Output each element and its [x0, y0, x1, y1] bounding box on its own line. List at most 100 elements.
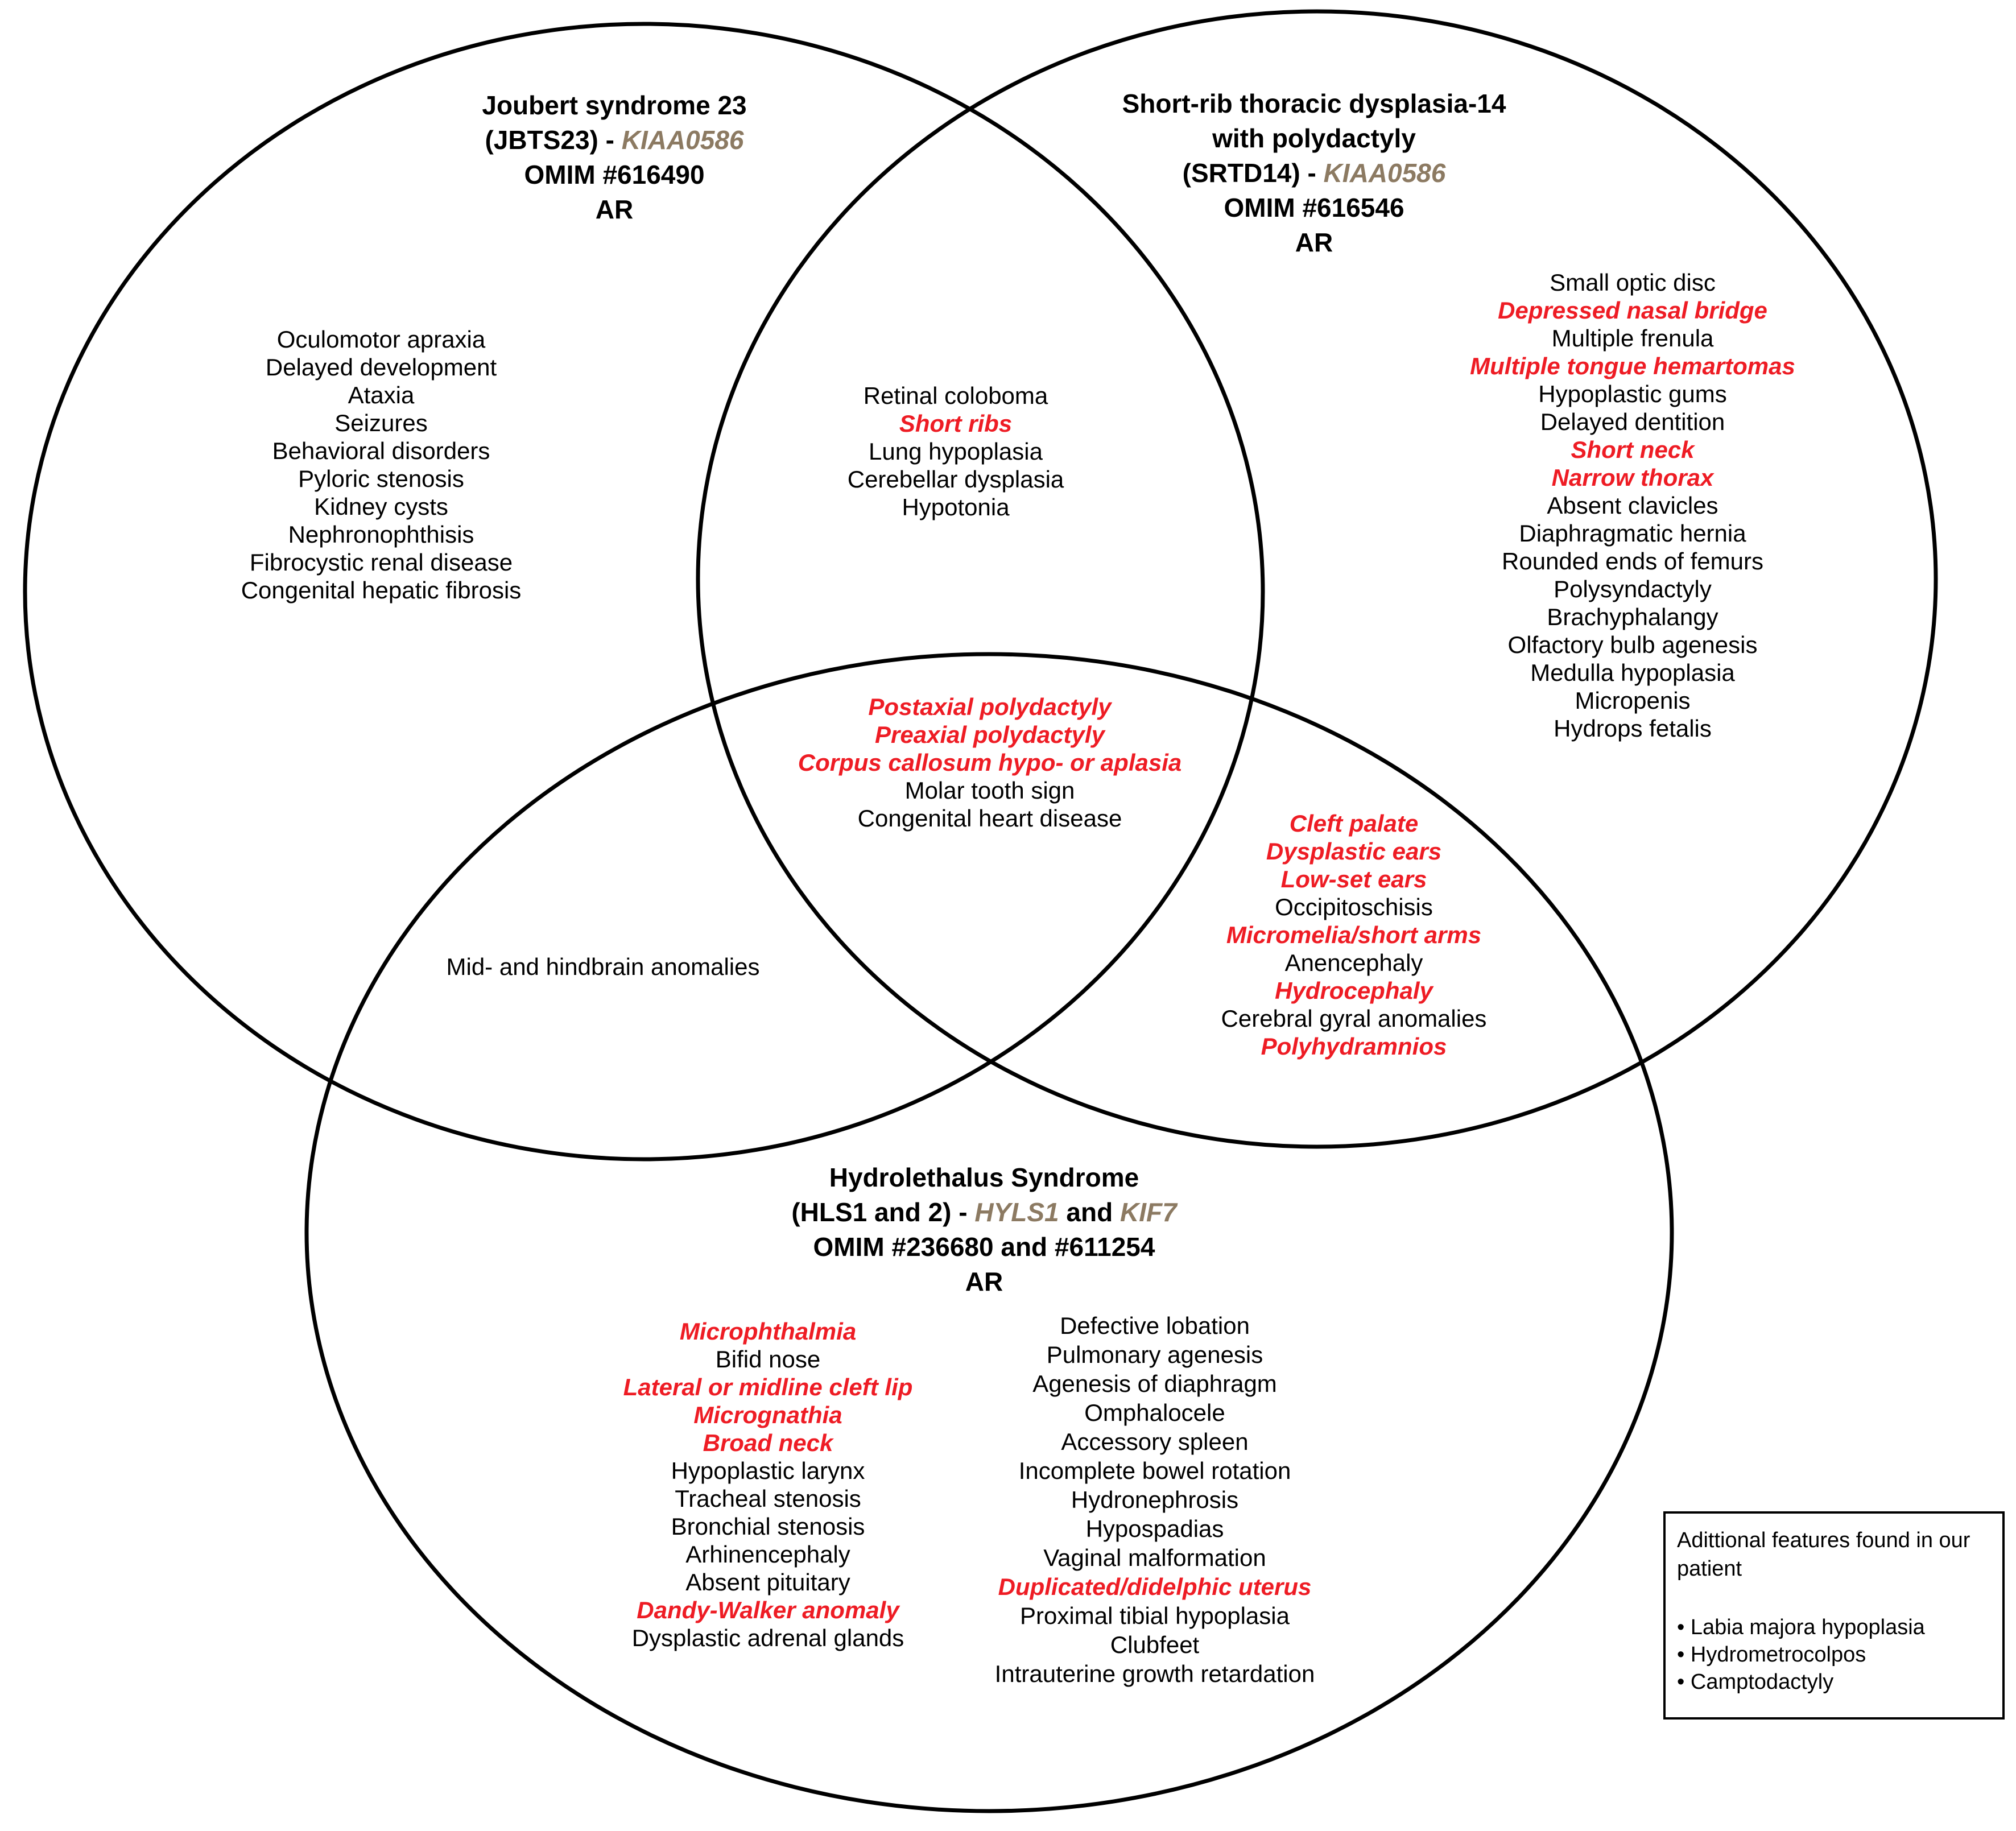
feature-item: Narrow thorax [1551, 464, 1714, 491]
feature-item: Short ribs [899, 410, 1013, 437]
feature-item: Pyloric stenosis [298, 465, 464, 492]
feature-item: Micrognathia [693, 1402, 842, 1428]
hls-circle [304, 652, 1674, 1813]
feature-item: Delayed development [265, 354, 497, 381]
joubert-gene: KIAA0586 [621, 125, 744, 155]
feature-item: Micromelia/short arms [1226, 921, 1482, 948]
feature-item: Intrauterine growth retardation [994, 1660, 1315, 1687]
feature-item: Tracheal stenosis [675, 1485, 861, 1512]
feature-item: Hypotonia [902, 494, 1010, 520]
feature-item: Polysyndactyly [1554, 576, 1712, 602]
hls-title: Hydrolethalus Syndrome [829, 1163, 1139, 1192]
feature-item: Seizures [334, 410, 428, 436]
feature-item: Hydrocephaly [1275, 977, 1433, 1004]
feature-item: Hypoplastic gums [1538, 381, 1727, 407]
feature-item: Short neck [1571, 436, 1695, 463]
feature-item: Postaxial polydactyly [868, 693, 1112, 720]
feature-item: Retinal coloboma [863, 382, 1048, 409]
patient-feature-item: Labia majora hypoplasia [1677, 1614, 1925, 1641]
hls-inheritance: AR [965, 1267, 1003, 1296]
feature-item: Mid- and hindbrain anomalies [446, 953, 760, 980]
joubert-hls-feature-list: Mid- and hindbrain anomalies [398, 953, 808, 981]
feature-item: Bifid nose [715, 1346, 821, 1373]
feature-item: Clubfeet [1110, 1631, 1200, 1658]
feature-item: Cerebral gyral anomalies [1221, 1005, 1487, 1032]
srtd-title-line1: Short-rib thoracic dysplasia-14 [1122, 89, 1506, 118]
srtd-circle [696, 9, 1938, 1149]
feature-item: Pulmonary agenesis [1046, 1341, 1263, 1368]
feature-item: Congenital heart disease [857, 805, 1122, 832]
feature-item: Micropenis [1575, 687, 1691, 714]
patient-features-box: Adittional features found in our patient… [1663, 1511, 2005, 1720]
feature-item: Kidney cysts [314, 493, 448, 520]
feature-item: Bronchial stenosis [671, 1513, 865, 1540]
feature-item: Polyhydramnios [1261, 1033, 1447, 1060]
feature-item: Oculomotor apraxia [276, 326, 486, 353]
feature-item: Omphalocele [1084, 1399, 1225, 1426]
joubert-inheritance: AR [595, 195, 634, 224]
feature-item: Lung hypoplasia [869, 438, 1043, 465]
srtd-header: Short-rib thoracic dysplasia-14 with pol… [1030, 86, 1598, 260]
feature-item: Cleft palate [1289, 810, 1419, 837]
feature-item: Proximal tibial hypoplasia [1020, 1602, 1290, 1629]
hls-omim: OMIM #236680 and #611254 [813, 1232, 1155, 1262]
feature-item: Dysplastic ears [1266, 838, 1442, 865]
srtd-abbrev-line: (SRTD14) - KIAA0586 [1030, 156, 1598, 191]
feature-item: Multiple tongue hemartomas [1470, 353, 1795, 379]
feature-item: Congenital hepatic fibrosis [241, 577, 522, 604]
feature-item: Ataxia [348, 382, 415, 408]
feature-item: Vaginal malformation [1043, 1544, 1266, 1571]
hls-gene1: HYLS1 [974, 1197, 1059, 1227]
hls-gene2: KIF7 [1119, 1197, 1177, 1227]
joubert-omim: OMIM #616490 [524, 160, 705, 189]
feature-item: Depressed nasal bridge [1498, 297, 1767, 324]
feature-item: Absent clavicles [1547, 492, 1718, 519]
feature-item: Hypospadias [1085, 1515, 1224, 1542]
feature-item: Broad neck [703, 1429, 833, 1456]
feature-item: Hydronephrosis [1071, 1486, 1239, 1513]
srtd-omim: OMIM #616546 [1224, 193, 1404, 222]
feature-item: Lateral or midline cleft lip [623, 1374, 913, 1400]
feature-item: Hydrops fetalis [1554, 715, 1712, 742]
patient-feature-item: Camptodactyly [1677, 1668, 1925, 1696]
feature-item: Medulla hypoplasia [1530, 659, 1735, 686]
srtd-title-line2: with polydactyly [1212, 123, 1416, 153]
srtd-gene: KIAA0586 [1323, 158, 1446, 188]
feature-item: Brachyphalangy [1547, 604, 1718, 630]
feature-item: Fibrocystic renal disease [249, 549, 513, 576]
feature-item: Olfactory bulb agenesis [1507, 631, 1758, 658]
hls-abbrev-line: (HLS1 and 2) - HYLS1 and KIF7 [671, 1195, 1297, 1230]
feature-item: Rounded ends of femurs [1502, 548, 1763, 574]
feature-item: Diaphragmatic hernia [1519, 520, 1746, 547]
feature-item: Duplicated/didelphic uterus [998, 1573, 1312, 1600]
srtd-inheritance: AR [1295, 228, 1333, 257]
feature-item: Anencephaly [1284, 949, 1423, 976]
feature-item: Molar tooth sign [904, 777, 1075, 804]
feature-item: Incomplete bowel rotation [1018, 1457, 1291, 1484]
feature-item: Dandy-Walker anomaly [637, 1597, 899, 1623]
feature-item: Behavioral disorders [272, 437, 490, 464]
feature-item: Hypoplastic larynx [671, 1457, 865, 1484]
patient-feature-item: Hydrometrocolpos [1677, 1641, 1925, 1668]
feature-item: Nephronophthisis [288, 521, 474, 548]
feature-item: Cerebellar dysplasia [847, 466, 1064, 493]
feature-item: Agenesis of diaphragm [1032, 1370, 1277, 1397]
feature-item: Low-set ears [1280, 866, 1427, 892]
patient-features-header: Adittional features found in our patient [1677, 1528, 1970, 1581]
hls-header: Hydrolethalus Syndrome (HLS1 and 2) - HY… [671, 1160, 1297, 1299]
feature-item: Corpus callosum hypo- or aplasia [798, 749, 1182, 776]
joubert-title: Joubert syndrome 23 [482, 90, 747, 120]
feature-item: Absent pituitary [685, 1569, 850, 1596]
joubert-circle [23, 22, 1265, 1162]
feature-item: Dysplastic adrenal glands [631, 1625, 904, 1651]
joubert-header: Joubert syndrome 23 (JBTS23) - KIAA0586 … [387, 88, 842, 227]
feature-item: Delayed dentition [1540, 408, 1725, 435]
patient-features-list: Labia majora hypoplasia Hydrometrocolpos… [1677, 1614, 1925, 1696]
hls-conj: and [1059, 1197, 1120, 1227]
